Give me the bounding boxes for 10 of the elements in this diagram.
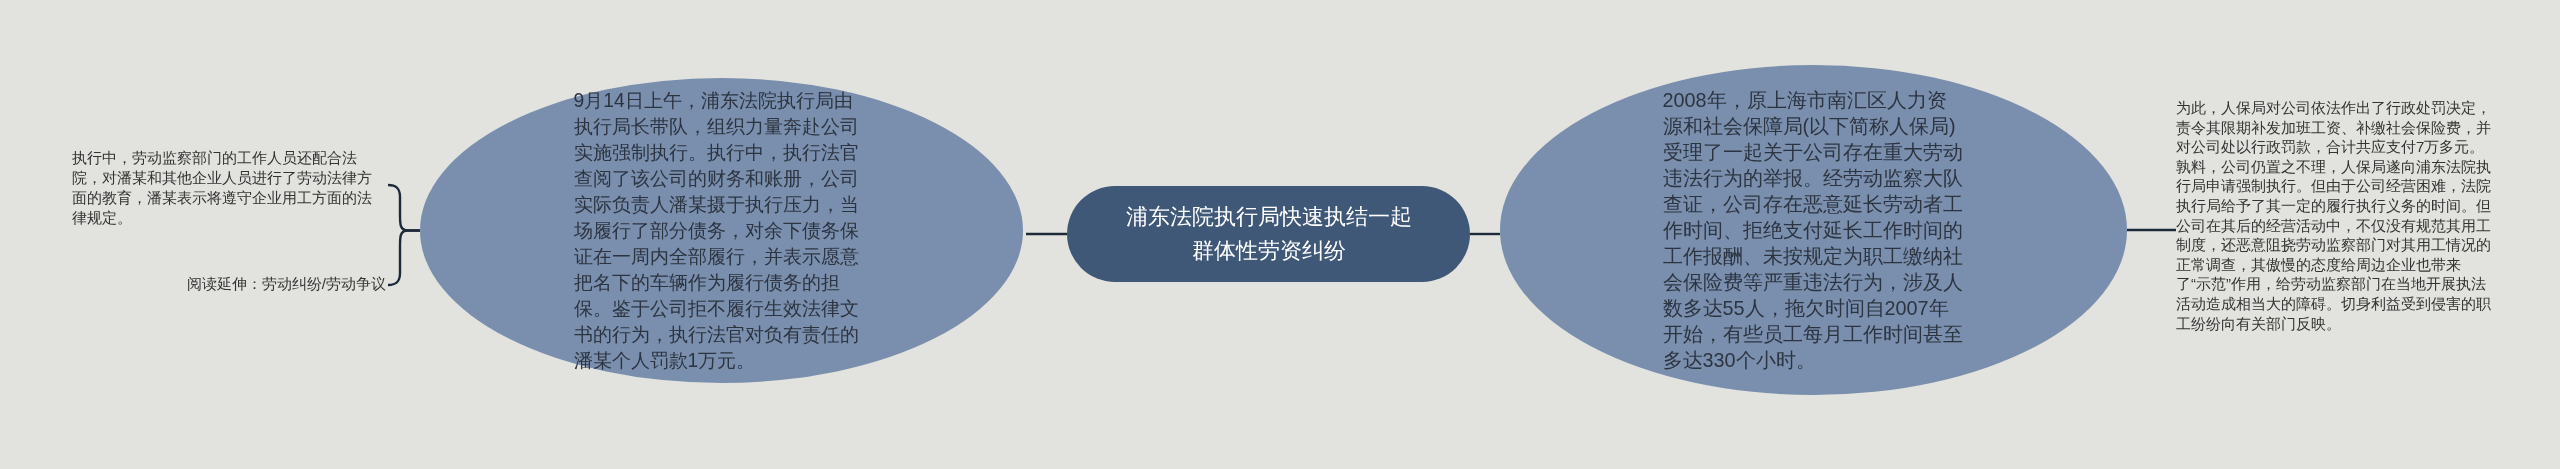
- topic-text: 9月14日上午，浦东法院执行局由执行局长带队，组织力量奔赴公司实施强制执行。执行中，执行法官查阅了该公司的财务和账册，公司实际负责人潘某摄于执行压力，当场履行了部分债务，对余下债务保证在一周内全部履行，并表示愿意把名下的车辆作为履行债务的担保。鉴于公司拒不履行生效法律文书的行为，执行法官对负有责任的潘某个人罚款1万元。: [573, 88, 860, 373]
- topic-text: 2008年，原上海市南汇区人力资源和社会保障局(以下简称人保局)受理了一起关于公司存在重大劳动违法行为的举报。经劳动监察大队查证，公司存在恶意延长劳动者工作时间、拒绝支付延长工作时间的工作报酬、未按规定为职工缴纳社会保险费等严重违法行为，涉及人数多达55人，拖欠时间自2007年开始，有些员工每月工作时间甚至多达330个小时。: [1662, 88, 1964, 373]
- connector-line: [1470, 232, 1500, 236]
- connector-line: [1026, 232, 1067, 236]
- note-text: 执行中，劳动监察部门的工作人员还配合法院，对潘某和其他企业人员进行了劳动法律方面的教育，潘某表示将遵守企业用工方面的法律规定。: [72, 148, 386, 228]
- note-text: 为此，人保局对公司依法作出了行政处罚决定，责令其限期补发加班工资、补缴社会保险费，并对公司处以行政罚款，合计共应支付7万多元。孰料，公司仍置之不理，人保局遂向浦东法院执行局申请强制执行。但由于公司经营困难，法院执行局给予了其一定的履行执行义务的时间。但公司在其后的经营活动中，不仅没有规范其用工制度，还恶意阻挠劳动监察部门对其用工情况的正常调查，其傲慢的态度给周边企业也带来了“示范”作用，给劳动监察部门在当地开展执法活动造成相当大的障碍。切身利益受到侵害的职工纷纷向有关部门反映。: [2176, 98, 2492, 334]
- note-text: 阅读延伸：劳动纠纷/劳动争议: [160, 274, 386, 294]
- connector-line: [387, 229, 420, 287]
- title-text: 浦东法院执行局快速执结一起群体性劳资纠纷: [1124, 203, 1413, 265]
- connector-line: [2127, 228, 2176, 232]
